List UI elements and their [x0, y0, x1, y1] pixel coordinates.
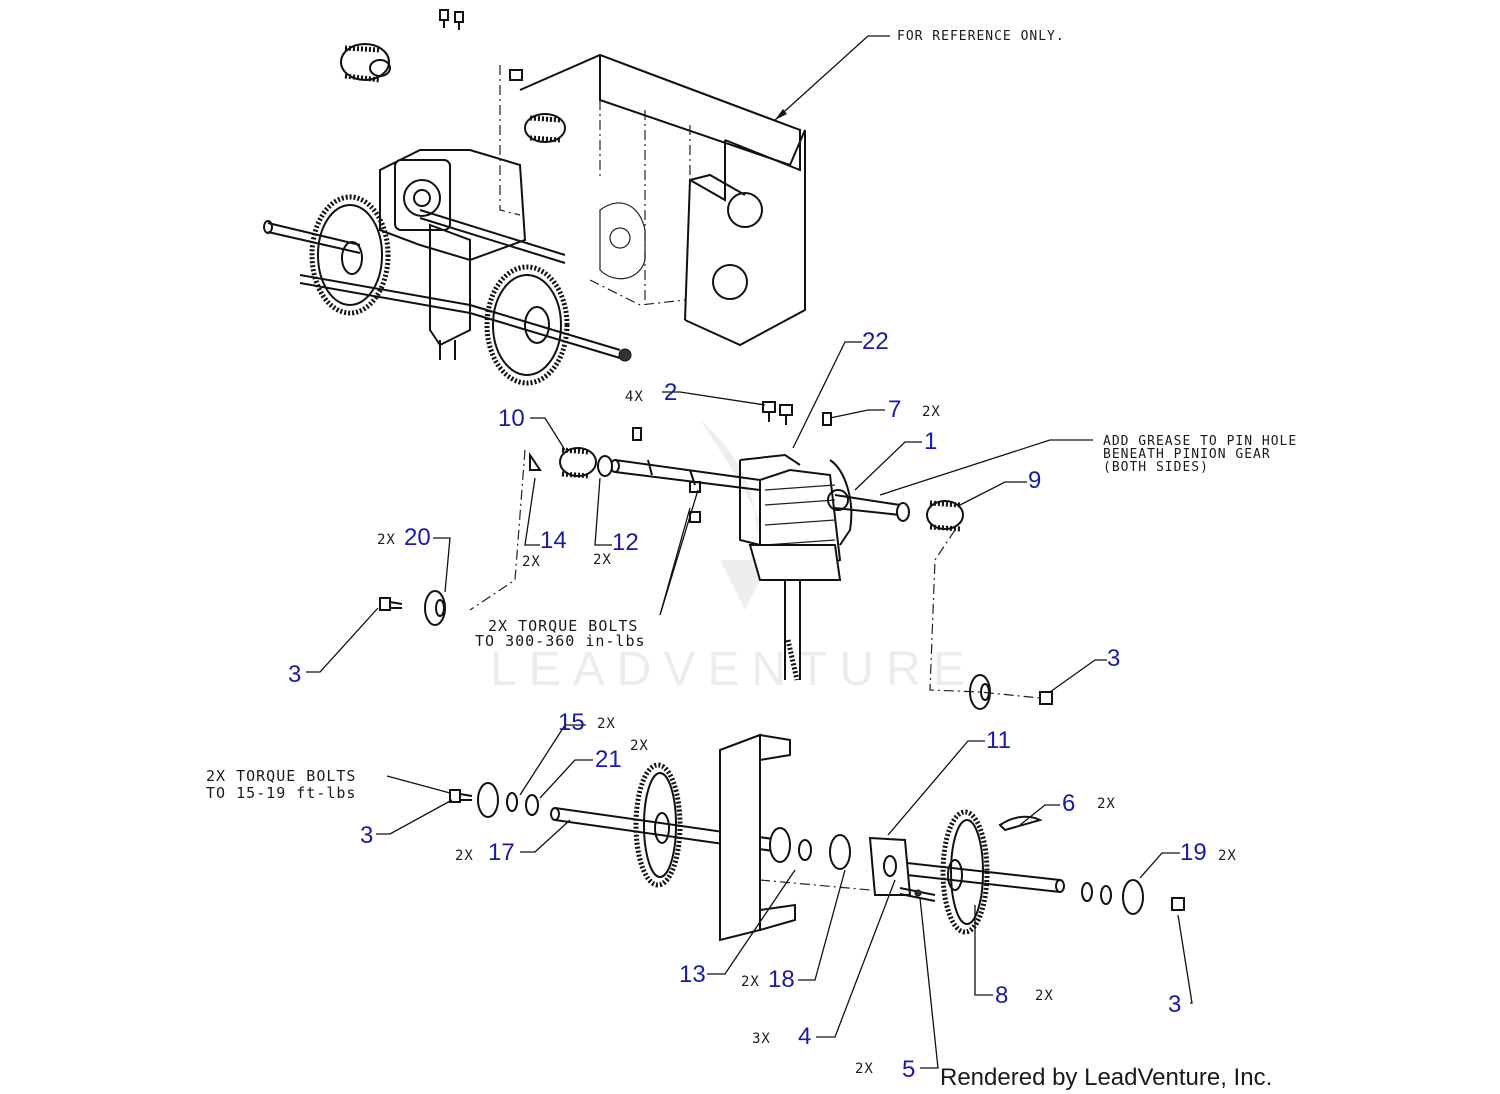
bolt-3-left — [379, 597, 403, 611]
bearing-20-part — [424, 590, 446, 626]
washer-12-part — [597, 455, 613, 477]
credit-text: Rendered by LeadVenture, Inc. — [940, 1064, 1272, 1091]
hairpin-6-part — [998, 815, 1043, 832]
bearing-left-lower — [477, 782, 539, 818]
callout-22: 22 — [862, 328, 889, 355]
bolt-3-lower-left — [449, 789, 473, 803]
sprocket-11-part — [868, 836, 912, 896]
pin-14-part — [529, 451, 542, 471]
washer-right — [896, 502, 910, 522]
torque-note-lower-line-1: 2X TORQUE BOLTS — [206, 767, 356, 785]
callout-3-lower-right: 3 — [1168, 991, 1181, 1018]
callout-2: 2 — [664, 379, 677, 406]
qty-15: 2X — [597, 716, 616, 732]
reference-gear-left — [309, 194, 391, 316]
callout-8: 8 — [995, 982, 1008, 1009]
qty-7: 2X — [922, 404, 941, 420]
qty-8: 2X — [1035, 988, 1054, 1004]
reference-pinion-gear — [340, 43, 391, 83]
reference-note: FOR REFERENCE ONLY. — [897, 29, 1065, 44]
torque-bolts-upper — [689, 481, 701, 523]
reference-shafts — [263, 209, 632, 362]
watermark: LEADVENTURE — [490, 643, 977, 696]
qty-12: 2X — [593, 552, 612, 568]
leader-lines — [306, 341, 1193, 1069]
bolt-3-right-upper — [1039, 691, 1053, 705]
callout-19: 19 — [1180, 839, 1207, 866]
grease-note-line-2: BENEATH PINION GEAR — [1103, 447, 1271, 462]
callout-13: 13 — [679, 961, 706, 988]
reference-housing — [499, 53, 806, 347]
callout-3-lower-left: 3 — [360, 822, 373, 849]
callout-21: 21 — [595, 746, 622, 773]
bracket-13-part — [719, 733, 796, 942]
qty-17: 2X — [455, 848, 474, 864]
reference-pinion-gear-mounted — [524, 113, 566, 143]
bearing-19-part — [1081, 879, 1144, 915]
reference-gearbox — [379, 149, 527, 360]
callout-7: 7 — [888, 396, 901, 423]
qty-6: 2X — [1097, 796, 1116, 812]
callout-1: 1 — [924, 428, 937, 455]
callout-10: 10 — [498, 405, 525, 432]
qty-21: 2X — [630, 738, 649, 754]
callout-15: 15 — [558, 709, 585, 736]
callout-3-right-upper: 3 — [1107, 645, 1120, 672]
pinion-gear-left — [559, 447, 597, 479]
callout-20: 20 — [404, 524, 431, 551]
torque-note-upper-line-1: 2X TORQUE BOLTS — [488, 617, 638, 635]
grease-note-line-3: (BOTH SIDES) — [1103, 460, 1209, 475]
callout-6: 6 — [1062, 790, 1075, 817]
pin-5-part — [899, 887, 936, 902]
bolt-3-lower-right — [1171, 897, 1185, 911]
gear-left-lower — [633, 762, 683, 888]
callout-3-left: 3 — [288, 661, 301, 688]
centerline-lower — [759, 879, 871, 891]
centerline-right — [929, 529, 1041, 699]
qty-14: 2X — [522, 554, 541, 570]
callout-12: 12 — [612, 529, 639, 556]
callout-5: 5 — [902, 1056, 915, 1083]
callout-14: 14 — [540, 527, 567, 554]
gear-right-lower — [940, 809, 990, 935]
pinion-gear-right — [926, 500, 964, 532]
bearing-18-part — [769, 827, 851, 870]
dowel-7-part — [632, 412, 832, 441]
qty-4: 3X — [752, 1031, 771, 1047]
torque-note-lower-line-2: TO 15-19 ft-lbs — [206, 784, 356, 802]
callout-17: 17 — [488, 839, 515, 866]
reference-bolts — [439, 9, 523, 81]
qty-20: 2X — [377, 532, 396, 548]
bolts-2-part — [762, 401, 793, 425]
reference-gear-right — [484, 264, 570, 386]
qty-18: 2X — [741, 974, 760, 990]
callout-4: 4 — [798, 1023, 811, 1050]
centerline-left — [469, 449, 526, 611]
torque-note-upper-line-2: TO 300-360 in-lbs — [475, 632, 646, 650]
callout-18: 18 — [768, 966, 795, 993]
qty-19: 2X — [1218, 848, 1237, 864]
grease-note-line-1: ADD GREASE TO PIN HOLE — [1103, 434, 1297, 449]
callout-9: 9 — [1028, 467, 1041, 494]
callout-11: 11 — [986, 727, 1011, 754]
reference-leader — [774, 35, 890, 121]
qty-2: 4X — [625, 389, 644, 405]
qty-5: 2X — [855, 1061, 874, 1077]
